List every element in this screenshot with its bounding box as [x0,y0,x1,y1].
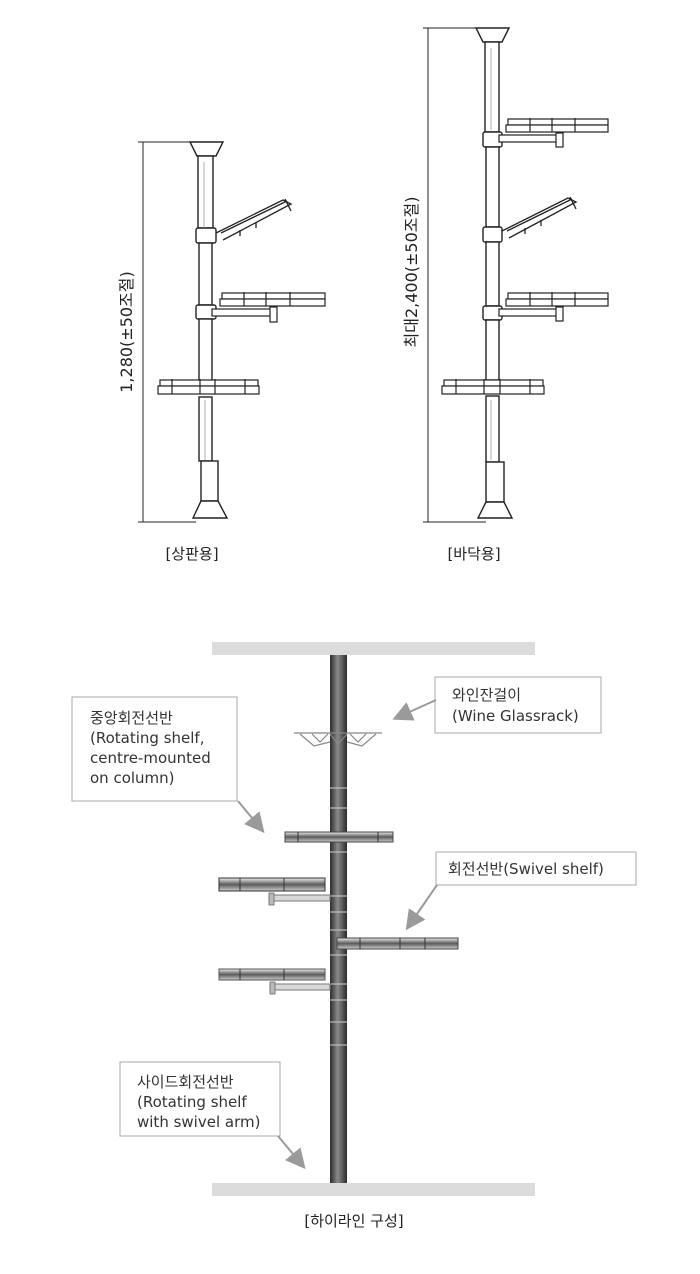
center-rotating-shelf [284,831,394,843]
callout-center-shelf-line3: centre-mounted [90,749,211,767]
height-dimension-label: 1,280(±50조절) [117,271,136,393]
floor-bar [212,1183,535,1196]
callout-arrow [392,699,437,721]
ceiling-bar [212,642,535,655]
side-shelf-lower [498,292,609,322]
configuration-caption: [하이라인 구성] [304,1212,403,1230]
configuration-diagram: 중앙회전선반 (Rotating shelf, centre-mounted o… [71,642,637,1230]
pole-joints [330,787,347,1046]
callout-center-shelf: 중앙회전선반 (Rotating shelf, centre-mounted o… [71,696,265,834]
callout-wine-rack-line1: 와인잔걸이 [452,686,521,704]
center-shelf [157,379,260,395]
callout-arrow [405,884,438,931]
countertop-pole-diagram: 1,280(±50조절) [117,141,326,563]
callout-arrow [277,1135,306,1170]
floor-caption: [바닥용] [447,545,500,563]
pole [188,141,229,519]
callout-side-shelf-line2: (Rotating shelf [137,1093,247,1111]
center-shelf [441,379,545,395]
hanger-arm [215,198,293,241]
callout-side-shelf-line1: 사이드회전선반 [137,1073,234,1091]
callout-center-shelf-line2: (Rotating shelf, [90,729,204,747]
height-dimension-line [138,141,196,523]
callout-side-shelf: 사이드회전선반 (Rotating shelf with swivel arm) [119,1061,306,1170]
pole [474,27,514,519]
callout-wine-rack-line2: (Wine Glassrack) [452,707,579,725]
countertop-caption: [상판용] [165,545,218,563]
callout-center-shelf-line4: on column) [90,769,175,787]
callout-swivel-shelf: 회전선반(Swivel shelf) [405,851,637,931]
side-shelf [211,292,326,323]
callout-swivel-shelf-line1: 회전선반(Swivel shelf) [448,860,604,878]
wine-glass-rack [294,732,382,747]
callout-center-shelf-line1: 중앙회전선반 [90,709,173,727]
hanger-arm [501,196,578,239]
center-pole [330,655,347,1183]
side-shelf-upper [498,118,609,148]
callout-side-shelf-line3: with swivel arm) [137,1113,260,1131]
callout-arrow [237,800,265,834]
height-dimension-line [423,27,486,523]
floor-pole-diagram: 최대2,400(±50조절) [402,27,609,563]
height-dimension-label: 최대2,400(±50조절) [402,197,421,348]
swivel-shelf [336,937,459,950]
callout-wine-rack: 와인잔걸이 (Wine Glassrack) [392,676,602,734]
side-shelf-lower [218,968,331,995]
side-shelf-upper [218,877,331,906]
